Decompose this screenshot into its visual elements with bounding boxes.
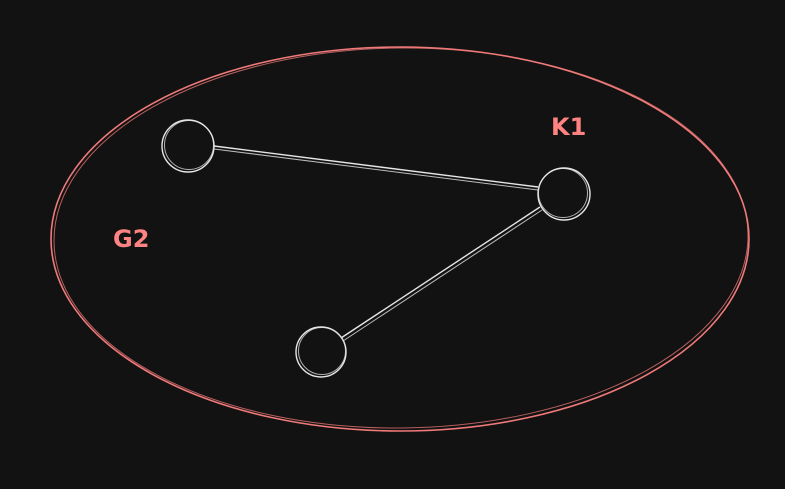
group-label: G2 (113, 225, 149, 253)
node-bottom-circle (295, 326, 347, 378)
annotation-label: K1 (551, 113, 586, 141)
node-right-sketch (538, 168, 588, 218)
edge-n2-n3 (340, 206, 541, 339)
edge-n2-n3-sketch (342, 209, 543, 342)
node-right (537, 167, 591, 221)
node-right-circle (537, 167, 591, 221)
group-ellipse-sketch (53, 47, 749, 429)
node-left (161, 119, 215, 173)
edges (213, 145, 543, 342)
group-ellipse (50, 46, 750, 432)
edge-n1-n2-sketch (213, 148, 539, 191)
node-bottom-sketch (298, 327, 346, 375)
edge-n1-n2 (213, 145, 539, 188)
node-left-circle (161, 119, 215, 173)
group-boundary (50, 46, 750, 432)
node-left-sketch (164, 120, 214, 170)
node-bottom (295, 326, 347, 378)
